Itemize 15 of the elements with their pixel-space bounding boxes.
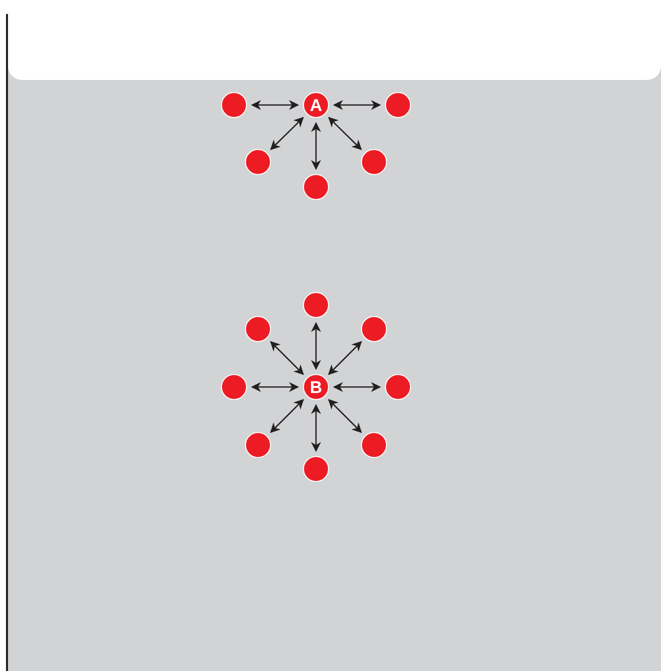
circle-letter: B: [310, 378, 322, 396]
double-arrow: [270, 116, 304, 150]
circle-letter: A: [310, 96, 322, 114]
double-arrow: [311, 122, 321, 170]
double-arrow: [251, 382, 299, 392]
double-arrow: [328, 341, 362, 375]
double-arrow: [251, 100, 299, 110]
double-arrow: [311, 404, 321, 452]
double-arrow: [333, 100, 381, 110]
double-arrow: [328, 116, 362, 150]
double-arrow: [333, 382, 381, 392]
double-arrow: [311, 322, 321, 370]
double-arrow: [270, 341, 304, 375]
double-arrow: [328, 399, 362, 433]
double-arrow: [270, 399, 304, 433]
